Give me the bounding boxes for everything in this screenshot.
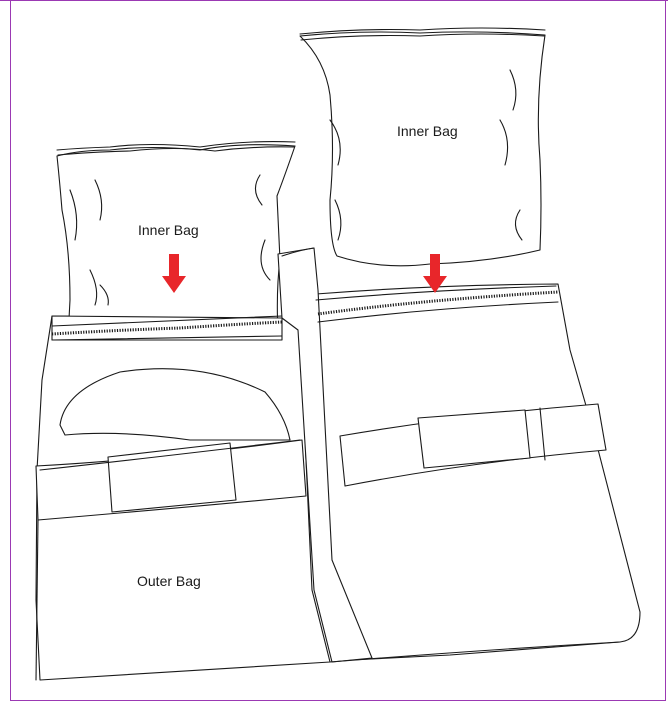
outer-bag-label: Outer Bag (137, 573, 201, 589)
inner-bag-left-label: Inner Bag (138, 222, 199, 238)
inner-bag-left (57, 142, 295, 338)
inner-bag-right-label: Inner Bag (397, 123, 458, 139)
inner-bag-right (300, 28, 545, 266)
outer-bag-left-zipper (52, 316, 282, 340)
